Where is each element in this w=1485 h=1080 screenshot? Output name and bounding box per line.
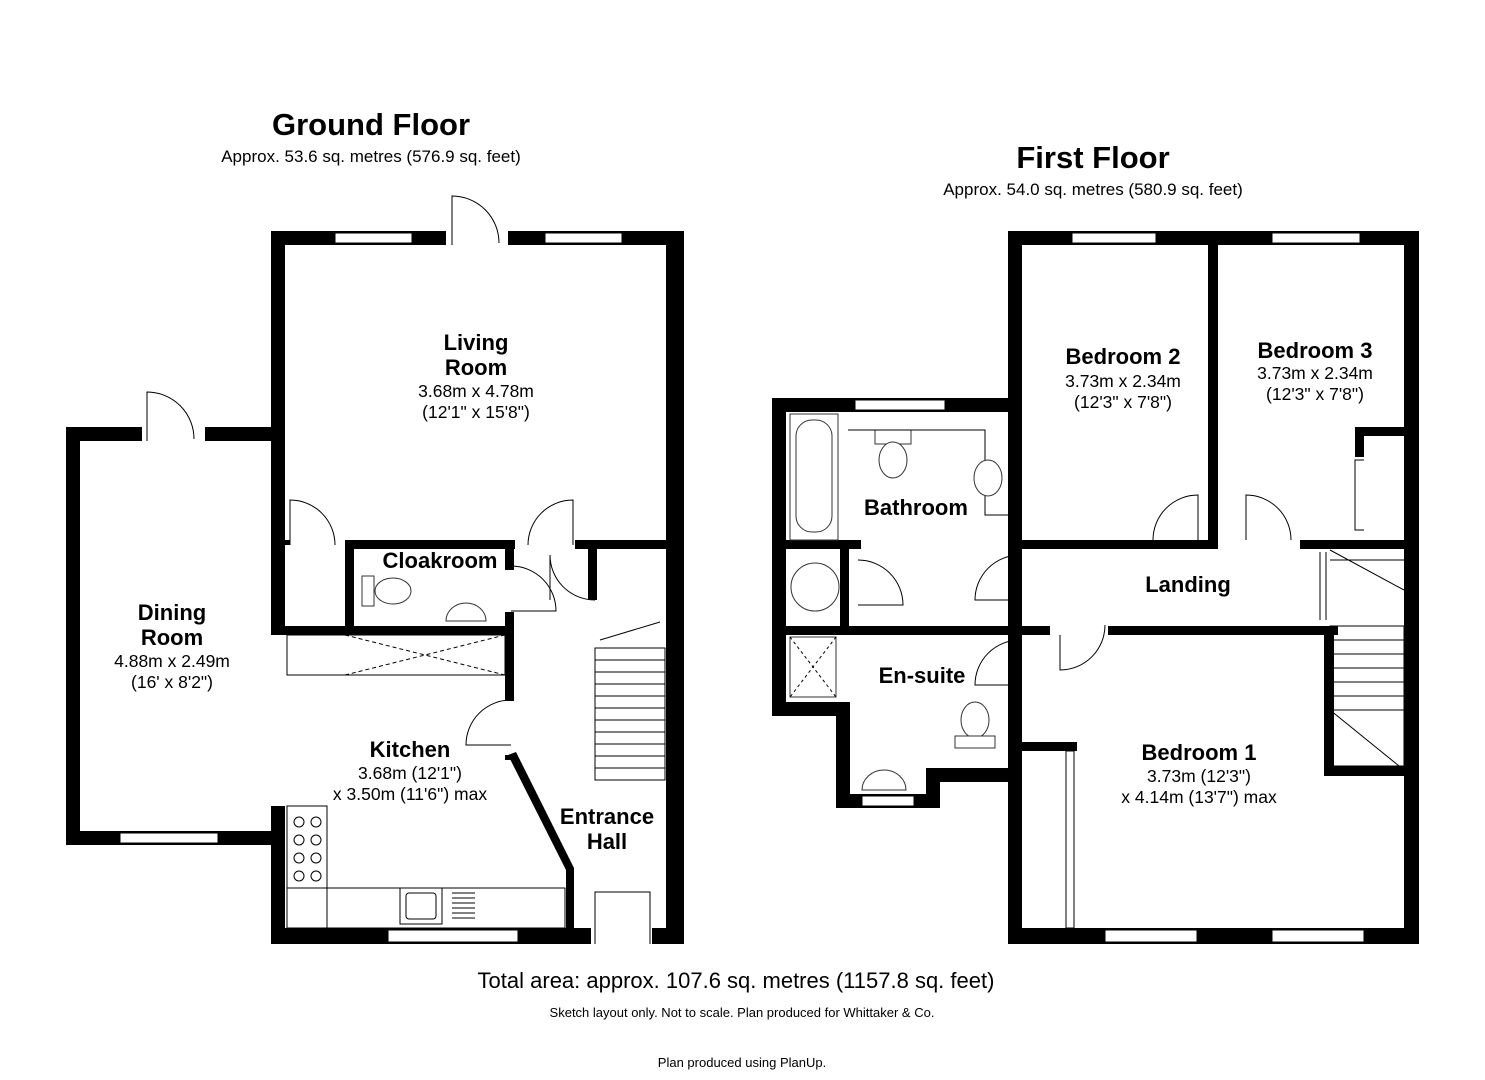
basin-icon xyxy=(848,429,1015,516)
room-name: Hall xyxy=(587,829,627,854)
room-label-living: Living Room 3.68m x 4.78m (12'1" x 15'8"… xyxy=(418,330,534,422)
room-dimension: 3.68m (12'1") xyxy=(358,763,462,783)
room-dimension: (12'3" x 7'8") xyxy=(1266,384,1364,404)
room-label-dining: Dining Room 4.88m x 2.49m (16' x 8'2") xyxy=(114,600,230,692)
room-label-entrance: Entrance Hall xyxy=(560,804,654,854)
room-name: Dining xyxy=(138,600,206,625)
first-stairs xyxy=(1319,549,1405,771)
ground-stairs xyxy=(594,621,666,781)
room-name: Room xyxy=(445,355,507,380)
room-label-bedroom1: Bedroom 1 3.73m (12'3") x 4.14m (13'7") … xyxy=(1121,740,1277,807)
first-floor-header: First Floor Approx. 54.0 sq. metres (580… xyxy=(943,140,1243,199)
room-dimension: 3.68m x 4.78m xyxy=(418,381,534,401)
room-label-kitchen: Kitchen 3.68m (12'1") x 3.50m (11'6") ma… xyxy=(333,737,487,804)
room-label-bedroom2: Bedroom 2 3.73m x 2.34m (12'3" x 7'8") xyxy=(1065,344,1181,412)
room-name: Bedroom 3 xyxy=(1258,338,1373,363)
room-dimension: (12'3" x 7'8") xyxy=(1074,392,1172,412)
credit: Plan produced using PlanUp. xyxy=(658,1055,826,1070)
room-name: Entrance xyxy=(560,804,654,829)
shower-icon xyxy=(789,636,837,698)
room-dimension: 3.73m x 2.34m xyxy=(1257,363,1373,383)
room-name: Living xyxy=(444,330,509,355)
room-dimension: x 4.14m (13'7") max xyxy=(1121,787,1277,807)
bath-icon xyxy=(789,413,839,541)
ground-floor-title: Ground Floor xyxy=(272,107,470,142)
room-label-bedroom3: Bedroom 3 3.73m x 2.34m (12'3" x 7'8") xyxy=(1257,338,1373,404)
room-name: Landing xyxy=(1145,572,1231,597)
room-label-ensuite: En-suite xyxy=(879,663,966,688)
room-label-cloakroom: Cloakroom xyxy=(383,548,498,573)
cylinder-icon xyxy=(790,562,840,612)
toilet-icon xyxy=(361,575,412,607)
ground-floor-area: Approx. 53.6 sq. metres (576.9 sq. feet) xyxy=(221,147,521,166)
sink-icon xyxy=(399,887,475,925)
room-label-landing: Landing xyxy=(1145,572,1231,597)
toilet-icon xyxy=(954,701,996,749)
room-dimension: x 3.50m (11'6") max xyxy=(333,784,487,804)
room-dimension: (16' x 8'2") xyxy=(131,672,213,692)
plan-footer: Total area: approx. 107.6 sq. metres (11… xyxy=(478,968,995,1070)
room-dimension: 4.88m x 2.49m xyxy=(114,651,230,671)
room-name: Room xyxy=(141,625,203,650)
room-name: Bedroom 2 xyxy=(1066,344,1181,369)
total-area: Total area: approx. 107.6 sq. metres (11… xyxy=(478,968,995,993)
room-name: Bedroom 1 xyxy=(1142,740,1257,765)
first-floor-area: Approx. 54.0 sq. metres (580.9 sq. feet) xyxy=(943,180,1243,199)
room-name: En-suite xyxy=(879,663,966,688)
room-dimension: 3.73m (12'3") xyxy=(1147,766,1251,786)
ground-floor-plan xyxy=(66,195,684,944)
toilet-icon xyxy=(874,429,912,479)
hob-icon xyxy=(293,816,322,882)
ground-floor-header: Ground Floor Approx. 53.6 sq. metres (57… xyxy=(221,107,521,166)
room-name: Kitchen xyxy=(370,737,451,762)
disclaimer: Sketch layout only. Not to scale. Plan p… xyxy=(550,1005,935,1020)
room-name: Bathroom xyxy=(864,495,968,520)
room-dimension: (12'1" x 15'8") xyxy=(422,402,530,422)
room-label-bathroom: Bathroom xyxy=(864,495,968,520)
basin-icon xyxy=(861,769,907,791)
first-floor-title: First Floor xyxy=(1016,140,1169,175)
room-dimension: 3.73m x 2.34m xyxy=(1065,371,1181,391)
first-floor-plan xyxy=(772,231,1419,944)
basin-icon xyxy=(445,602,487,622)
room-name: Cloakroom xyxy=(383,548,498,573)
